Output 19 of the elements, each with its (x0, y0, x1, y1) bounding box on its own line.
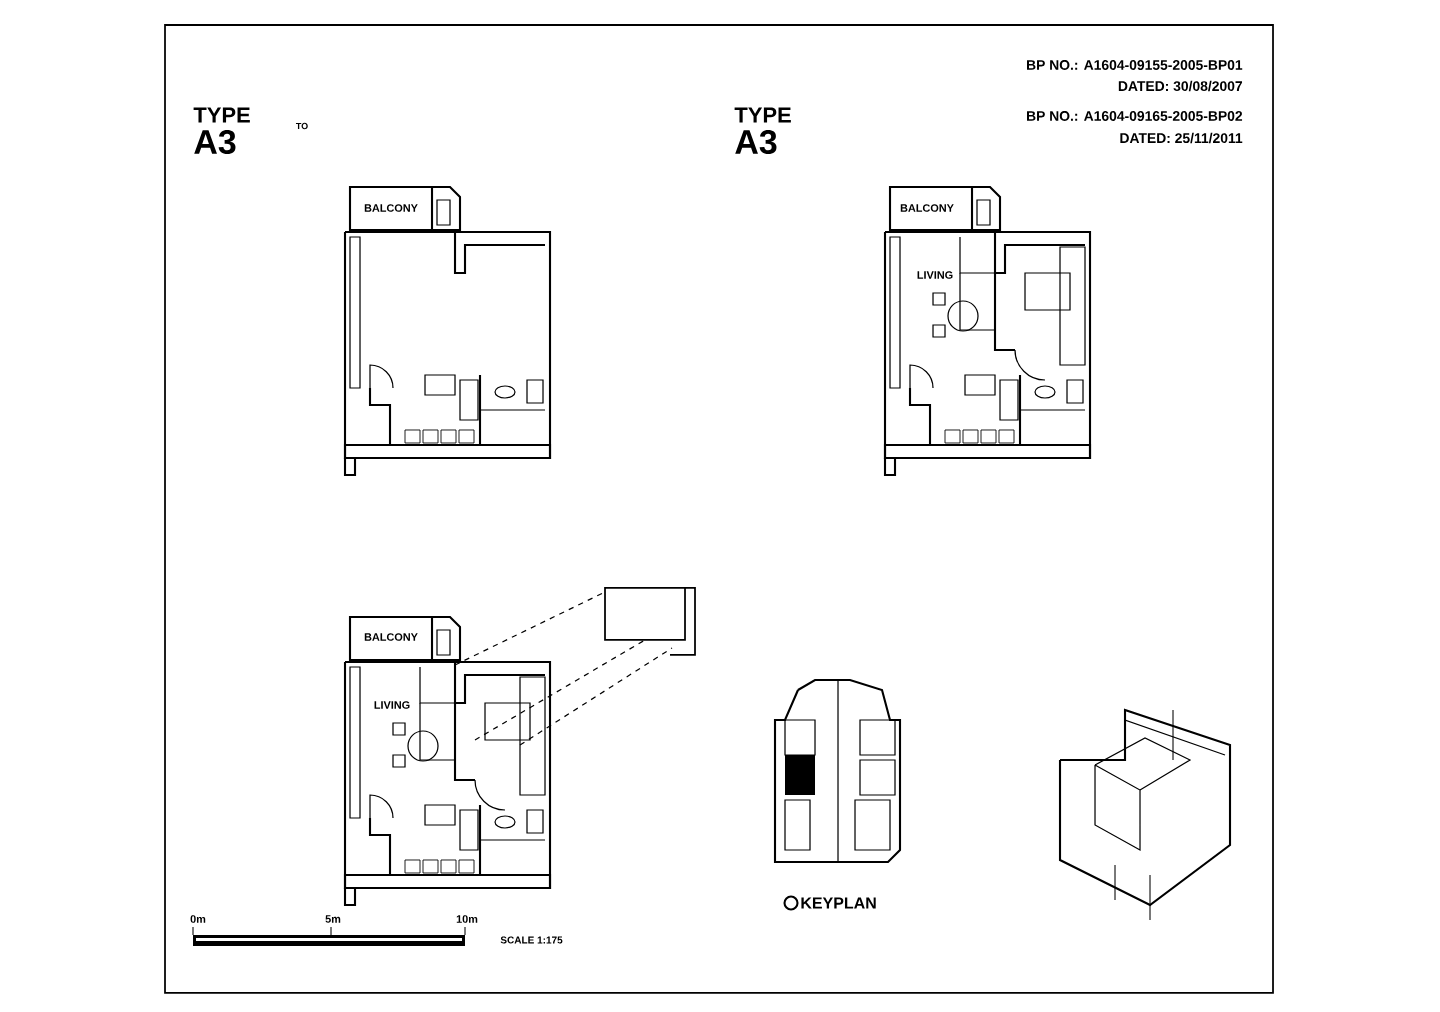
type-label: TYPE (193, 107, 250, 123)
room-label: LIVING (374, 701, 410, 709)
room-label: LIVING (917, 271, 953, 279)
type-label: TYPE (734, 107, 791, 123)
range-label: TO (295, 122, 308, 130)
room-label: BALCONY (364, 204, 418, 212)
type-code: A3 (735, 129, 777, 155)
plan-reference: BP NO.: A1604-09165-2005-BP02 (1027, 111, 1243, 121)
plan-date: DATED: 25/11/2011 (1120, 132, 1243, 144)
type-code: A3 (194, 129, 236, 155)
plan-date: DATED: 30/08/2007 (1118, 80, 1242, 92)
scale-tick-label: 10m (456, 915, 478, 923)
room-label: BALCONY (900, 204, 954, 212)
scale-label: SCALE 1:175 (500, 936, 563, 944)
scale-tick-label: 5m (325, 915, 341, 923)
keyplan-label: KEYPLAN (801, 897, 876, 909)
room-label: BALCONY (364, 633, 418, 641)
scale-tick-label: 0m (190, 915, 206, 923)
plan-reference: BP NO.: A1604-09155-2005-BP01 (1027, 60, 1243, 70)
